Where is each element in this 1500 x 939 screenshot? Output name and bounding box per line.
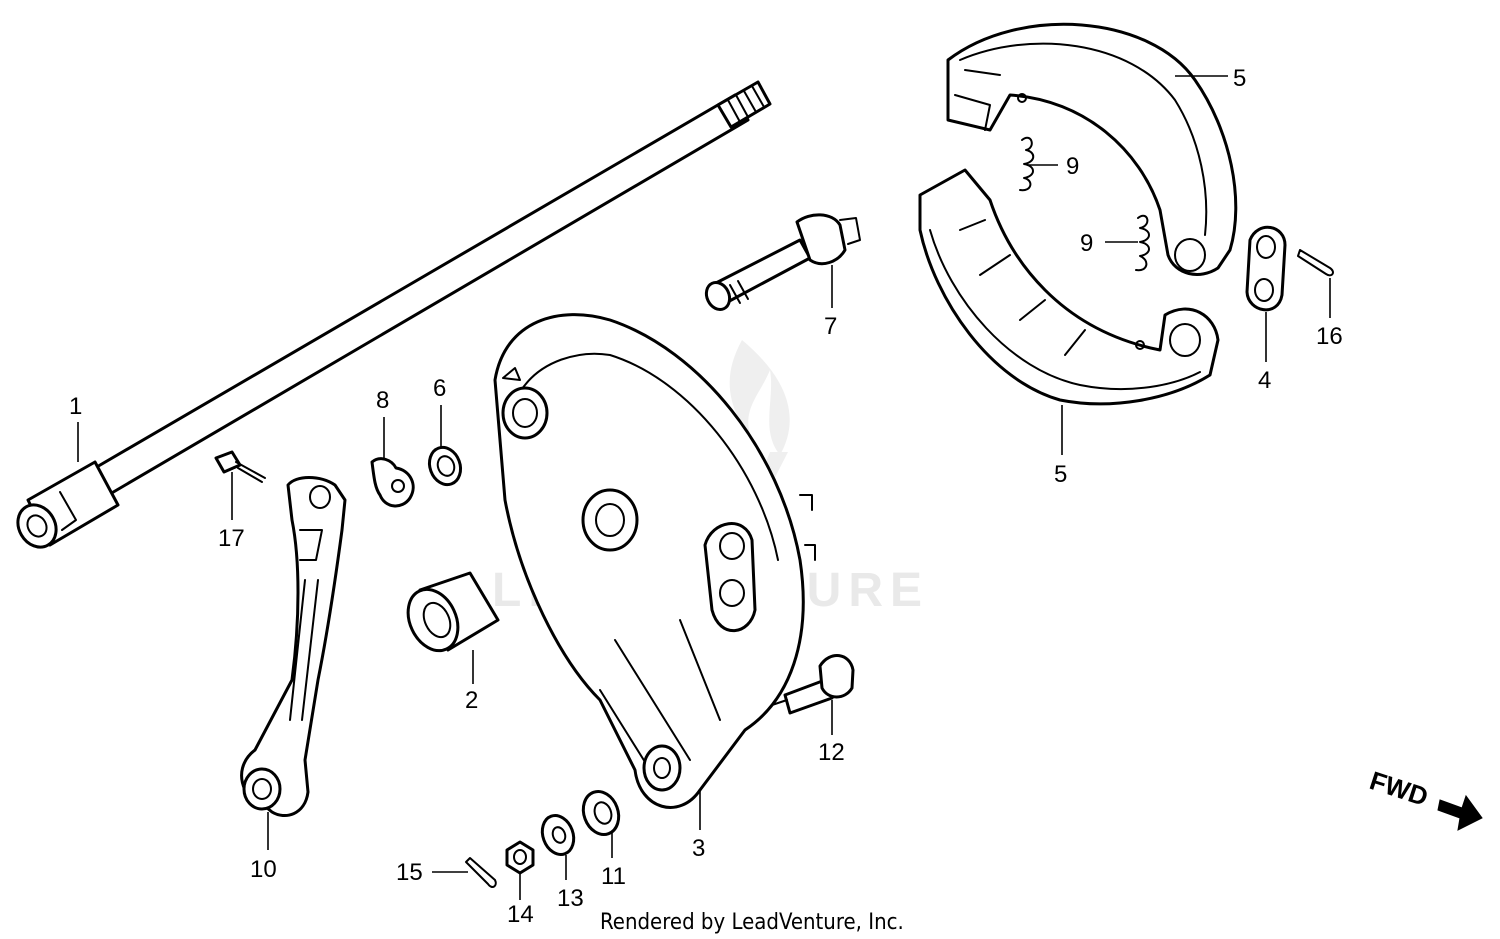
part-locknut-11[interactable] xyxy=(578,787,625,840)
callout-7: 7 xyxy=(824,313,837,340)
callout-11: 11 xyxy=(601,863,626,890)
part-washer-13[interactable] xyxy=(537,811,579,859)
part-spacer-collar[interactable] xyxy=(399,571,500,659)
part-spring-upper[interactable] xyxy=(1019,136,1035,192)
callout-13: 13 xyxy=(557,885,584,912)
part-rear-axle-shaft[interactable] xyxy=(10,80,772,554)
part-brake-shoe-upper[interactable] xyxy=(946,22,1238,276)
callout-9-lower: 9 xyxy=(1080,230,1093,257)
callout-3: 3 xyxy=(692,835,705,862)
part-felt-seal[interactable] xyxy=(424,443,465,489)
part-bolt-12[interactable] xyxy=(771,654,855,715)
part-cotter-pin-15[interactable] xyxy=(465,857,497,888)
callout-1: 1 xyxy=(69,393,82,420)
callout-4: 4 xyxy=(1258,367,1271,394)
forward-direction-indicator: FWD xyxy=(1366,765,1483,831)
callout-2: 2 xyxy=(465,687,478,714)
forward-arrow-icon xyxy=(1437,794,1483,831)
leader-lines xyxy=(77,75,1331,900)
callout-9-upper: 9 xyxy=(1066,153,1079,180)
callout-6: 6 xyxy=(433,375,446,402)
callout-10: 10 xyxy=(250,856,277,883)
part-brake-arm[interactable] xyxy=(240,476,347,817)
part-wear-indicator[interactable] xyxy=(370,457,415,508)
part-spring-lower[interactable] xyxy=(1135,214,1150,272)
part-nut-14[interactable] xyxy=(505,840,535,875)
fwd-label: FWD xyxy=(1366,765,1432,812)
callout-15: 15 xyxy=(396,859,423,886)
callout-8: 8 xyxy=(376,387,389,414)
callouts: 1 2 3 4 5 5 6 7 8 9 9 10 11 12 13 14 15 … xyxy=(69,65,1343,928)
callout-16: 16 xyxy=(1316,323,1343,350)
callout-5-upper: 5 xyxy=(1233,65,1246,92)
part-brake-panel[interactable] xyxy=(493,313,816,809)
part-cotter-pin-16[interactable] xyxy=(1297,249,1334,277)
part-brake-shoe-lower[interactable] xyxy=(918,168,1220,406)
part-brake-cam[interactable] xyxy=(702,213,861,313)
callout-12: 12 xyxy=(818,739,845,766)
callout-14: 14 xyxy=(507,901,534,928)
callout-17: 17 xyxy=(218,525,245,552)
callout-5-lower: 5 xyxy=(1054,461,1067,488)
part-bolt-17[interactable] xyxy=(214,450,266,483)
part-shoe-plate[interactable] xyxy=(1245,225,1287,312)
render-credit: Rendered by LeadVenture, Inc. xyxy=(600,910,904,935)
